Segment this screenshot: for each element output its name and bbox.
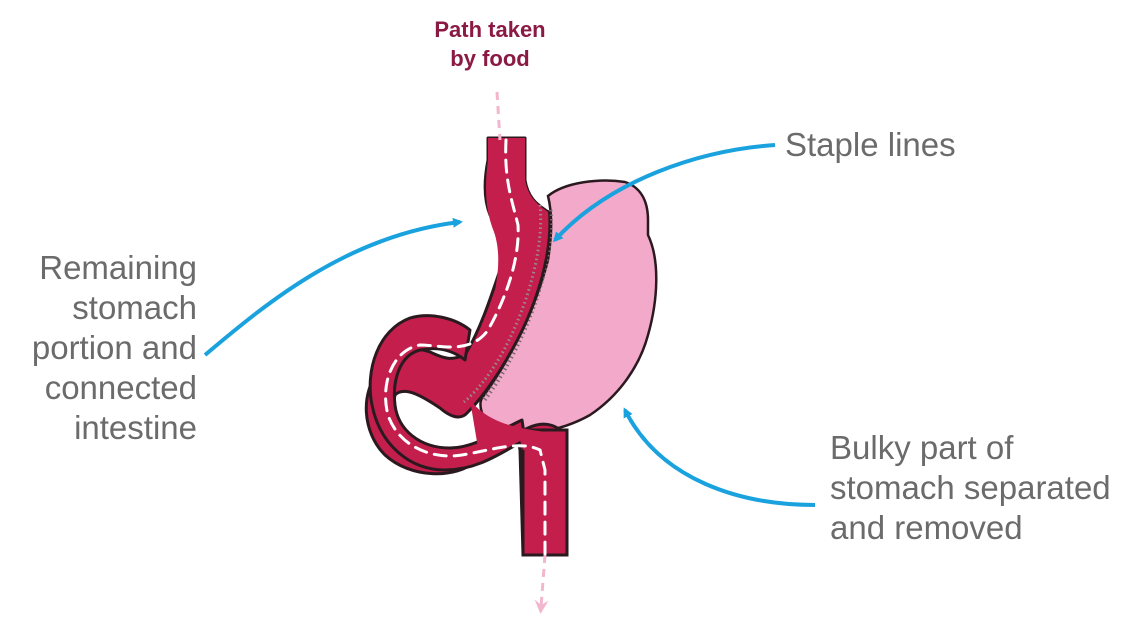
remaining-stomach-label: Remaining stomach portion and connected … — [0, 248, 197, 448]
arrow-bulky-stomach — [625, 410, 815, 505]
bulky-stomach-label: Bulky part of stomach separated and remo… — [830, 428, 1111, 548]
path-taken-label: Path taken by food — [390, 15, 590, 73]
remaining-line-5: intestine — [0, 408, 197, 448]
remaining-line-2: stomach — [0, 288, 197, 328]
remaining-line-4: connected — [0, 368, 197, 408]
bulky-line-1: Bulky part of — [830, 428, 1111, 468]
bulky-line-2: stomach separated — [830, 468, 1111, 508]
food-path-exit — [541, 555, 545, 607]
bulky-line-3: and removed — [830, 508, 1111, 548]
path-taken-line-2: by food — [390, 44, 590, 73]
staple-lines-label: Staple lines — [785, 125, 956, 165]
path-taken-line-1: Path taken — [390, 15, 590, 44]
food-path-entry — [497, 92, 500, 140]
remaining-line-1: Remaining — [0, 248, 197, 288]
staple-lines-text: Staple lines — [785, 125, 956, 165]
remaining-line-3: portion and — [0, 328, 197, 368]
